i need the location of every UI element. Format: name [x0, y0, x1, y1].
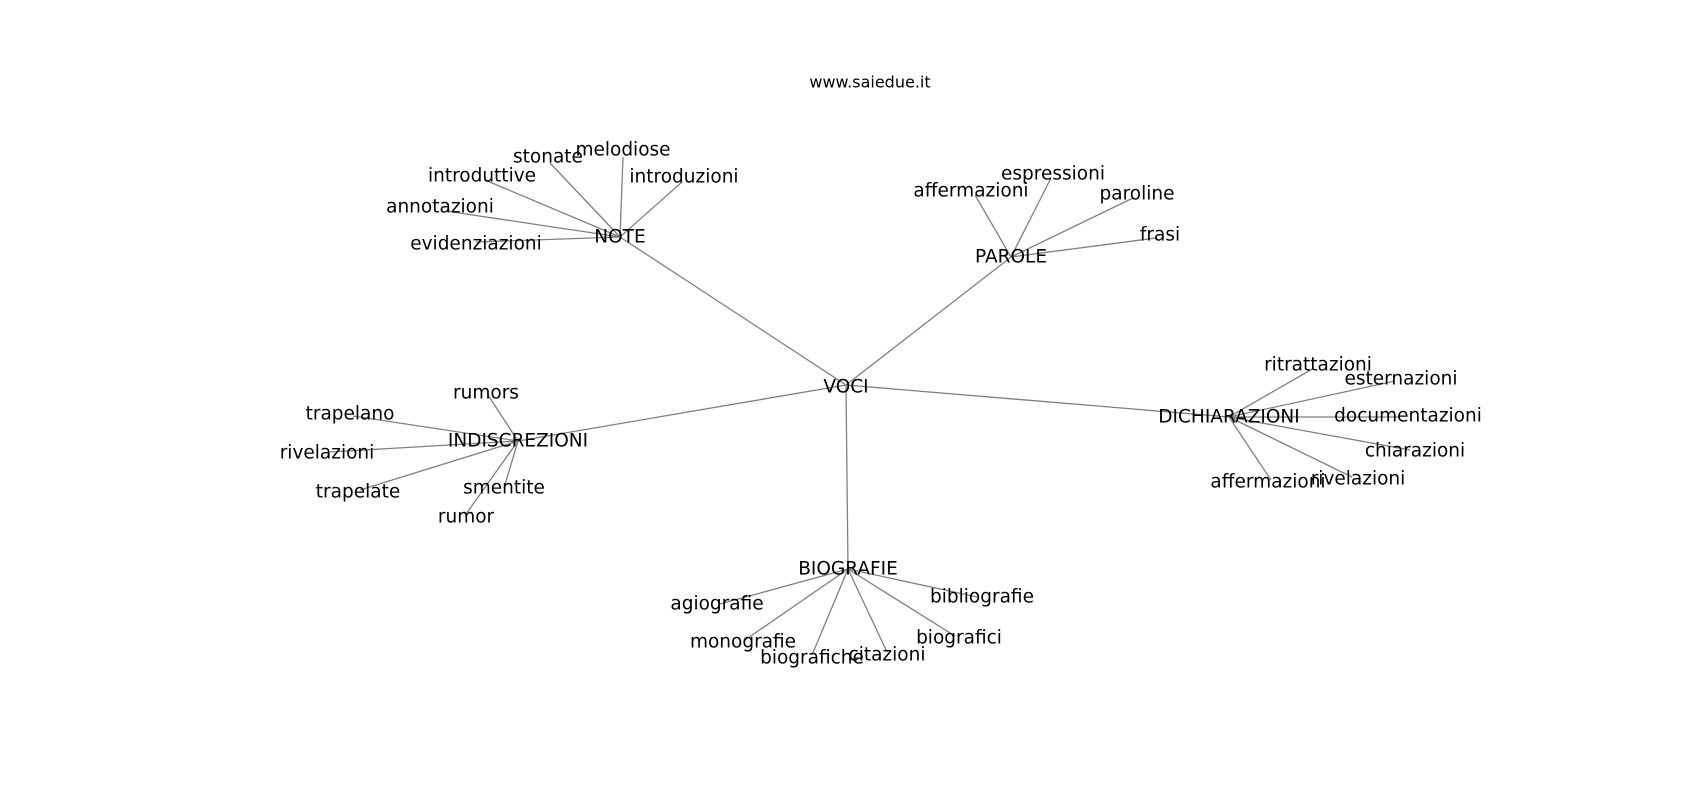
- leaf-node-biografie-5: biografiche: [760, 648, 864, 669]
- edge-note-3: [484, 179, 621, 238]
- leaf-node-biografie-1: bibliografie: [930, 587, 1034, 608]
- leaf-node-biografie-3: biografici: [916, 628, 1002, 649]
- edge-note-0: [549, 162, 621, 238]
- edge-indiscrezioni-0: [487, 394, 519, 442]
- edge-indiscrezioni-4: [503, 440, 519, 489]
- leaf-node-indiscrezioni-0: rumors: [453, 383, 519, 404]
- edge-biografie-0: [719, 568, 849, 605]
- leaf-node-indiscrezioni-4: smentite: [463, 478, 545, 499]
- leaf-node-indiscrezioni-3: trapelate: [316, 482, 400, 503]
- edge-biografie-4: [847, 568, 888, 653]
- edge-indiscrezioni-3: [359, 440, 519, 491]
- edge-dichiarazioni-3: [1228, 416, 1411, 451]
- edge-parole-2: [1010, 197, 1134, 258]
- leaf-node-note-4: annotazioni: [386, 197, 494, 218]
- leaf-node-dichiarazioni-2: documentazioni: [1334, 406, 1482, 427]
- leaf-node-dichiarazioni-5: affermazioni: [1210, 472, 1325, 493]
- root-node-label: VOCI: [823, 377, 868, 398]
- edge-root-indiscrezioni: [517, 384, 847, 442]
- leaf-node-dichiarazioni-3: chiarazioni: [1365, 441, 1465, 462]
- edge-note-2: [619, 181, 683, 238]
- leaf-node-parole-3: frasi: [1140, 225, 1180, 246]
- leaf-node-parole-2: paroline: [1100, 184, 1175, 205]
- edge-biografie-2: [744, 568, 849, 641]
- edge-root-parole: [845, 256, 1012, 386]
- leaf-node-biografie-4: citazioni: [849, 645, 926, 666]
- edge-indiscrezioni-5: [465, 440, 519, 515]
- edge-parole-3: [1010, 237, 1157, 258]
- edge-dichiarazioni-1: [1228, 380, 1396, 418]
- edge-biografie-3: [847, 568, 956, 637]
- leaf-node-biografie-0: agiografie: [670, 594, 763, 615]
- leaf-node-note-3: introduttive: [428, 166, 536, 187]
- edge-note-5: [475, 236, 621, 243]
- leaf-node-indiscrezioni-1: trapelano: [306, 404, 395, 425]
- leaf-node-indiscrezioni-5: rumor: [438, 507, 495, 528]
- edge-note-4: [445, 210, 621, 238]
- edge-root-note: [619, 236, 847, 386]
- group-node-indiscrezioni: INDISCREZIONI: [448, 431, 588, 452]
- leaf-node-parole-0: espressioni: [1001, 164, 1105, 185]
- group-node-dichiarazioni: DICHIARAZIONI: [1158, 407, 1299, 428]
- edge-indiscrezioni-1: [352, 415, 519, 442]
- leaf-node-biografie-2: monografie: [690, 632, 796, 653]
- leaf-node-note-0: stonate: [513, 147, 583, 168]
- edge-parole-1: [974, 194, 1012, 258]
- edge-biografie-5: [811, 568, 849, 656]
- edge-dichiarazioni-5: [1228, 416, 1272, 481]
- leaf-node-note-2: introduzioni: [629, 167, 738, 188]
- leaf-node-indiscrezioni-2: rivelazioni: [280, 443, 375, 464]
- leaf-node-dichiarazioni-0: ritrattazioni: [1264, 355, 1372, 376]
- edge-note-1: [619, 156, 624, 238]
- edge-root-biografie: [845, 384, 849, 570]
- leaf-node-dichiarazioni-1: esternazioni: [1344, 369, 1457, 390]
- edge-root-dichiarazioni: [845, 384, 1230, 418]
- edge-biografie-1: [847, 568, 978, 598]
- edges-layer: [329, 156, 1411, 656]
- leaf-node-dichiarazioni-4: rivelazioni: [1311, 469, 1406, 490]
- source-label: www.saiedue.it: [809, 73, 930, 92]
- leaf-node-note-1: melodiose: [575, 140, 670, 161]
- group-node-parole: PAROLE: [975, 247, 1047, 268]
- leaf-node-parole-1: affermazioni: [913, 181, 1028, 202]
- edge-dichiarazioni-0: [1228, 367, 1315, 418]
- edge-parole-0: [1010, 177, 1052, 258]
- group-node-biografie: BIOGRAFIE: [798, 559, 898, 580]
- group-node-note: NOTE: [594, 227, 645, 248]
- edge-dichiarazioni-4: [1228, 416, 1353, 478]
- edge-indiscrezioni-2: [329, 440, 519, 453]
- leaf-node-note-5: evidenziazioni: [410, 234, 542, 255]
